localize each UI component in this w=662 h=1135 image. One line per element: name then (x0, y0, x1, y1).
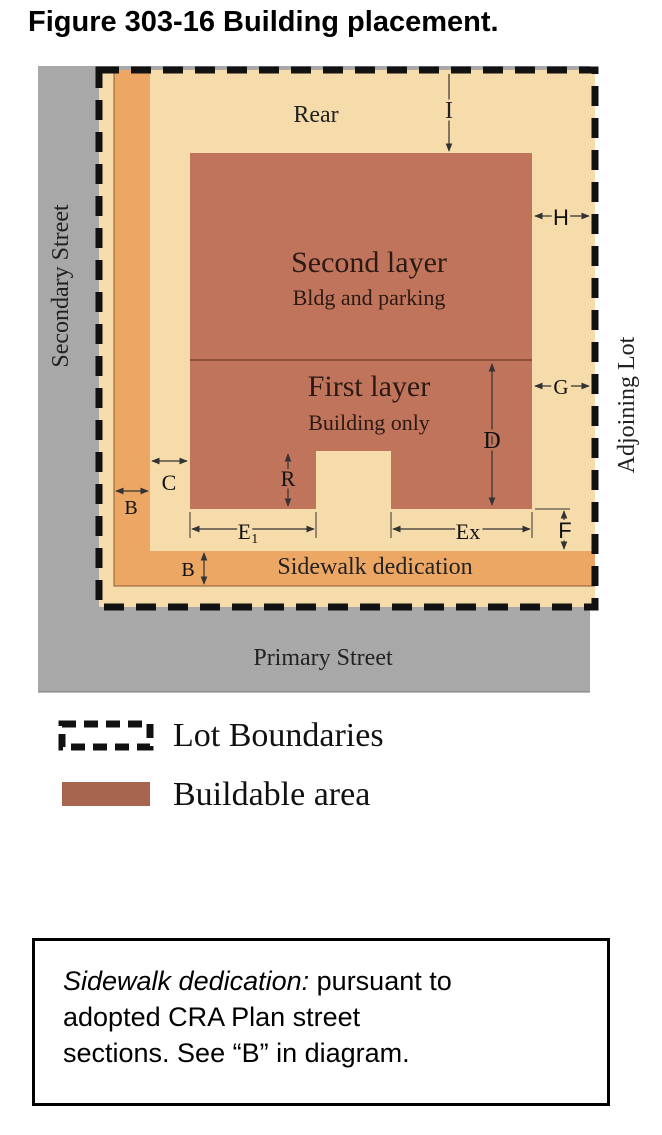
dim-e1-sub: 1 (251, 532, 258, 547)
dim-d-label: D (483, 428, 500, 454)
dim-g-label: G (553, 375, 568, 399)
sidewalk-dedication-label: Sidewalk dedication (277, 554, 472, 580)
dim-e1-main: E (238, 519, 251, 544)
dim-h-label: H (553, 205, 569, 230)
sidewalk-note-box: Sidewalk dedication: pursuant to adopted… (32, 938, 610, 1106)
adjoining-lot-label: Adjoining Lot (614, 336, 640, 473)
note-lead: Sidewalk dedication: (63, 966, 310, 996)
dim-b-bottom-label: B (181, 559, 194, 581)
note-line-1-rest: pursuant to (309, 966, 452, 996)
note-line-2: adopted CRA Plan street (63, 1002, 361, 1032)
secondary-street-label: Secondary Street (48, 204, 74, 368)
dim-i-label: I (445, 98, 453, 124)
legend-lot-boundaries-label: Lot Boundaries (173, 717, 384, 754)
dim-ex-label: Ex (456, 519, 480, 544)
lot-boundary (95, 66, 599, 611)
second-layer-sub-label: Bldg and parking (293, 285, 446, 310)
figure-title: Figure 303-16 Building placement. (28, 6, 499, 38)
legend-buildable-area-label: Buildable area (173, 776, 370, 813)
first-layer-label: First layer (308, 370, 430, 403)
rear-label: Rear (293, 102, 338, 128)
dim-c-label: C (162, 470, 177, 495)
first-layer-sub-label: Building only (308, 410, 430, 435)
dedication-line (113, 70, 595, 587)
dim-b-left-label: B (124, 497, 137, 519)
primary-street-label: Primary Street (253, 645, 393, 671)
legend-lot-boundary-swatch (58, 720, 154, 751)
note-line-1: Sidewalk dedication: pursuant to (63, 963, 587, 999)
dim-f-label: F (558, 518, 571, 543)
legend-buildable-swatch (62, 782, 150, 806)
buildable-area (190, 153, 532, 509)
second-layer-label: Second layer (291, 246, 447, 279)
dim-e1-label: E1 (238, 519, 258, 547)
note-line-3: sections. See “B” in diagram. (63, 1038, 410, 1068)
dim-r-label: R (281, 466, 296, 491)
